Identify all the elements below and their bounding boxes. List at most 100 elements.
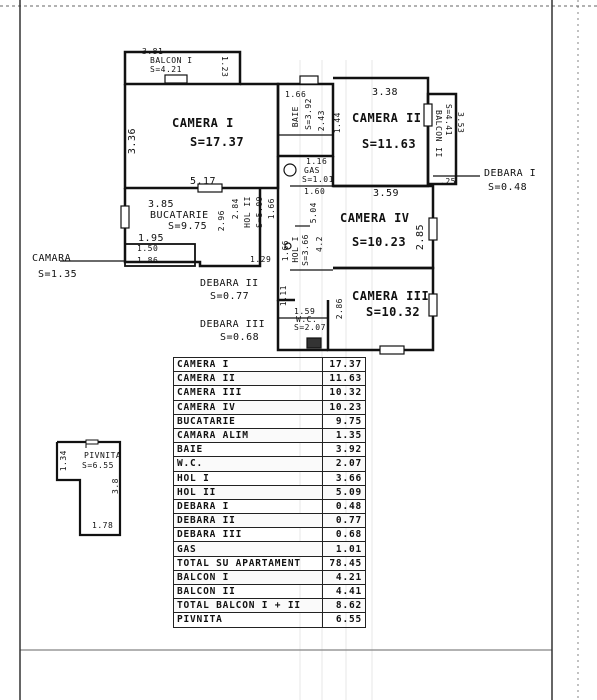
plan-walls <box>123 50 458 352</box>
row-value: 11.63 <box>322 371 366 387</box>
area-wc: S=2.07 <box>294 323 326 332</box>
dim-misc-3: 1.11 <box>279 285 288 307</box>
dim-pivnita-a: 1.34 <box>59 450 68 472</box>
dim-hol2-c: 1.29 <box>250 255 272 264</box>
dim-misc-2: 5.04 <box>309 202 318 224</box>
dim-camera4-side: 2.85 <box>415 224 426 251</box>
area-debara2: S=0.77 <box>210 291 250 302</box>
area-debara3: S=0.68 <box>220 332 260 343</box>
row-label: DEBARA I <box>173 498 323 515</box>
row-value: 0.77 <box>322 513 366 529</box>
row-value: 4.21 <box>322 569 366 586</box>
label-bucatarie: BUCATARIE <box>150 210 209 221</box>
label-camera3: CAMERA III <box>352 289 430 303</box>
label-balcon1: BALCON I <box>150 56 193 65</box>
label-debara3: DEBARA III <box>200 319 266 330</box>
dim-baie-side: 2.43 <box>317 110 326 132</box>
dim-balcon1-top: 3.81 <box>142 47 164 56</box>
dim-camera2-top: 3.38 <box>372 87 399 98</box>
dim-hol2-a: 2.84 <box>231 198 240 220</box>
row-label: TOTAL SU APARTAMENT <box>173 555 323 571</box>
dim-camera4-top: 3.59 <box>373 188 400 199</box>
row-value: 10.32 <box>322 385 366 401</box>
label-debara2: DEBARA II <box>200 278 259 289</box>
dim-balcon2: 3.53 <box>456 112 465 134</box>
dim-camara: 1.86 <box>137 256 159 265</box>
area-camera4: S=10.23 <box>352 235 407 249</box>
area-hol1: S=3.66 <box>301 234 310 266</box>
row-value: 6.55 <box>322 612 366 628</box>
row-label: BALCON II <box>173 583 323 600</box>
label-gas: GAS <box>304 166 320 175</box>
area-camara: S=1.35 <box>38 269 78 280</box>
area-baie: S=3.92 <box>304 98 313 130</box>
area-camera1: S=17.37 <box>190 135 245 149</box>
label-baie: BAIE <box>291 106 300 128</box>
row-label: CAMERA I <box>173 356 323 373</box>
plan-inner-lines <box>60 74 480 355</box>
row-label: W.C. <box>173 456 323 472</box>
row-label: CAMARA ALIM <box>173 427 323 444</box>
label-debara1: DEBARA I <box>484 168 537 179</box>
row-value: 3.66 <box>322 470 366 486</box>
label-camera2: CAMERA II <box>352 111 422 125</box>
dim-misc-1: 4.2 <box>315 236 324 252</box>
row-label: PIVNITA <box>173 612 323 628</box>
dim-balcon1-side: 1.23 <box>220 56 229 78</box>
row-label: GAS <box>173 541 323 557</box>
row-value: 9.75 <box>322 413 366 429</box>
dim-bucatarie-small: 1.50 <box>137 244 159 253</box>
area-debara1: S=0.48 <box>488 182 528 193</box>
area-balcon1: S=4.21 <box>150 65 182 74</box>
row-label: HOL I <box>173 470 323 486</box>
row-label: DEBARA II <box>173 513 323 529</box>
area-camera3: S=10.32 <box>366 305 421 319</box>
dim-pivnita-c: 1.78 <box>92 521 114 530</box>
row-label: DEBARA III <box>173 527 323 543</box>
label-hol2: HOL II <box>243 196 252 228</box>
row-label: BUCATARIE <box>173 413 323 429</box>
label-hol1: HOL I <box>291 236 300 263</box>
row-value: 2.07 <box>322 456 366 472</box>
dim-hol1: 1.66 <box>281 240 290 262</box>
label-balcon2: BALCON II <box>434 110 443 158</box>
dim-misc-0: 1.60 <box>304 187 326 196</box>
area-hol2: S=5.09 <box>255 196 264 228</box>
area-gas: S=1.01 <box>302 175 334 184</box>
row-label: CAMERA III <box>173 385 323 401</box>
dim-wc: 1.59 <box>294 307 316 316</box>
row-value: 10.23 <box>322 399 366 415</box>
row-label: TOTAL BALCON I + II <box>173 598 323 614</box>
dim-hol2-b: 1.66 <box>267 198 276 220</box>
area-pivnita: S=6.55 <box>82 461 114 470</box>
row-value: 78.45 <box>322 555 366 571</box>
row-label: CAMERA IV <box>173 399 323 415</box>
dim-bucatarie-bottom: 1.95 <box>138 233 165 244</box>
dim-baie-top: 1.66 <box>285 90 307 99</box>
dim-debara1: .25 <box>440 177 456 186</box>
dim-bucatarie-side: 2.96 <box>217 210 226 232</box>
label-wc: W.C. <box>296 315 318 324</box>
row-label: BALCON I <box>173 569 323 586</box>
row-value: 4.41 <box>322 583 366 600</box>
dim-baie-a: 1.44 <box>333 112 342 134</box>
row-label: CAMERA II <box>173 371 323 387</box>
dim-camera1-bottom: 5.17 <box>190 176 217 187</box>
